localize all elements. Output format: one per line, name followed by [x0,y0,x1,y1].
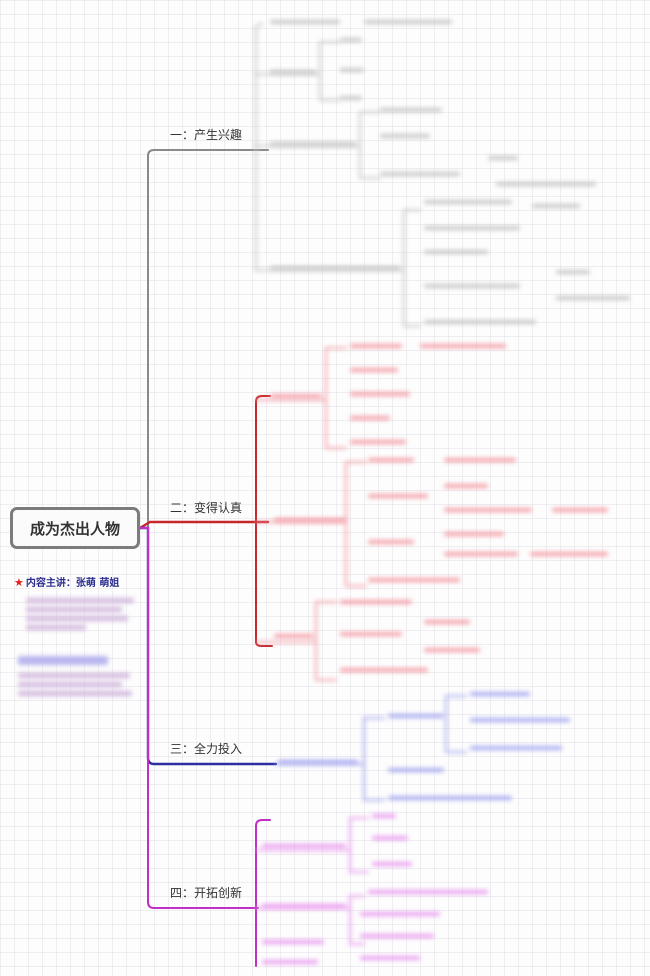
blurred-leaf-44 [424,620,470,624]
blurred-leaf-55 [372,814,396,818]
blurred-leaf-17 [424,250,488,254]
blurred-leaf-30 [368,458,414,462]
blurred-leaf-64 [262,960,318,964]
connector-subbranch-4 [255,347,347,449]
blurred-leaf-46 [340,668,428,672]
branch-label-4[interactable]: 四：开拓创新 [170,886,243,900]
blurred-leaf-31 [444,458,516,462]
blurred-leaf-37 [444,532,504,536]
blurred-leaf-57 [372,862,412,866]
blurred-leaf-23 [350,344,402,348]
host-credit: ★内容主讲：张萌 萌姐 [14,574,119,589]
blurred-leaf-26 [350,392,410,396]
blurred-leaf-38 [444,552,518,556]
connector-subbranch-10 [255,895,365,945]
connector-subbranch-3 [255,209,421,327]
blurred-leaf-16 [424,226,520,230]
blurred-leaf-19 [556,270,590,274]
blurred-leaf-12 [496,182,596,186]
blurred-leaf-13 [270,266,400,270]
blurred-leaf-32 [368,494,428,498]
branch-label-3[interactable]: 三：全力投入 [170,742,243,756]
blurred-leaf-28 [350,440,406,444]
blurred-leaf-20 [556,296,630,300]
blurred-leaf-33 [444,484,488,488]
blurred-leaf-6 [340,96,362,100]
connector-subbranch-9 [255,817,369,873]
blurred-leaf-9 [380,134,430,138]
blurred-leaf-62 [360,934,434,938]
blurred-leaf-25 [350,368,398,372]
blurred-leaf-51 [470,746,562,750]
blurred-leaf-4 [340,38,362,42]
connector-subbranch-6 [255,601,337,681]
blurred-leaf-24 [420,344,506,348]
blurred-leaf-1 [270,20,340,24]
connector-subbranch-2 [255,111,381,179]
blurred-leaf-7 [270,142,356,146]
blurred-leaf-61 [360,912,440,916]
blurred-leaf-34 [444,508,532,512]
connector-trunk-1a [255,23,263,31]
blurred-leaf-60 [262,940,324,944]
blurred-leaf-56 [372,836,408,840]
blurred-leaf-10 [380,172,460,176]
blurred-note-1 [26,598,138,634]
blurred-leaf-27 [350,416,390,420]
blurred-leaf-45 [424,648,480,652]
blurred-leaf-18 [424,284,520,288]
blurred-leaf-36 [368,540,414,544]
blurred-leaf-42 [340,600,412,604]
connector-branch-1 [139,149,269,529]
blurred-leaf-8 [380,108,442,112]
blurred-leaf-5 [340,68,364,72]
connector-subbranch-7 [275,717,385,801]
blurred-leaf-41 [274,634,314,638]
blurred-leaf-39 [530,552,608,556]
mindmap-root-node[interactable]: 成为杰出人物 [10,507,140,549]
connector-subbranch-1 [255,41,341,101]
blurred-leaf-21 [424,320,536,324]
host-credit-text: 内容主讲：张萌 萌姐 [25,578,120,589]
connector-trunk-4a [255,819,271,827]
blurred-leaf-15 [532,204,580,208]
blurred-leaf-63 [360,956,420,960]
branch-label-2[interactable]: 二：变得认真 [170,501,243,515]
connector-branch-2 [138,520,270,530]
connector-subbranch-8 [445,695,467,753]
blurred-leaf-40 [368,578,460,582]
blurred-leaf-48 [388,714,444,718]
blurred-leaf-58 [262,904,346,908]
blurred-leaf-50 [470,718,570,722]
blurred-leaf-22 [270,394,322,398]
blurred-leaf-14 [424,200,512,204]
branch-label-1[interactable]: 一：产生兴趣 [170,128,243,142]
connector-subbranch-5 [255,461,367,587]
blurred-leaf-2 [364,20,452,24]
star-icon: ★ [14,576,24,589]
blurred-leaf-3 [270,70,316,74]
blurred-leaf-54 [262,844,346,848]
blurred-leaf-47 [278,760,358,764]
blurred-leaf-49 [470,692,530,696]
blurred-leaf-35 [552,508,608,512]
blurred-leaf-43 [340,632,402,636]
connector-branch-4 [139,527,259,909]
blurred-leaf-52 [388,768,444,772]
blurred-leaf-53 [388,796,512,800]
blurred-leaf-11 [488,156,518,160]
blurred-leaf-29 [274,518,346,522]
blurred-leaf-59 [368,890,488,894]
blurred-note-2 [18,656,138,700]
